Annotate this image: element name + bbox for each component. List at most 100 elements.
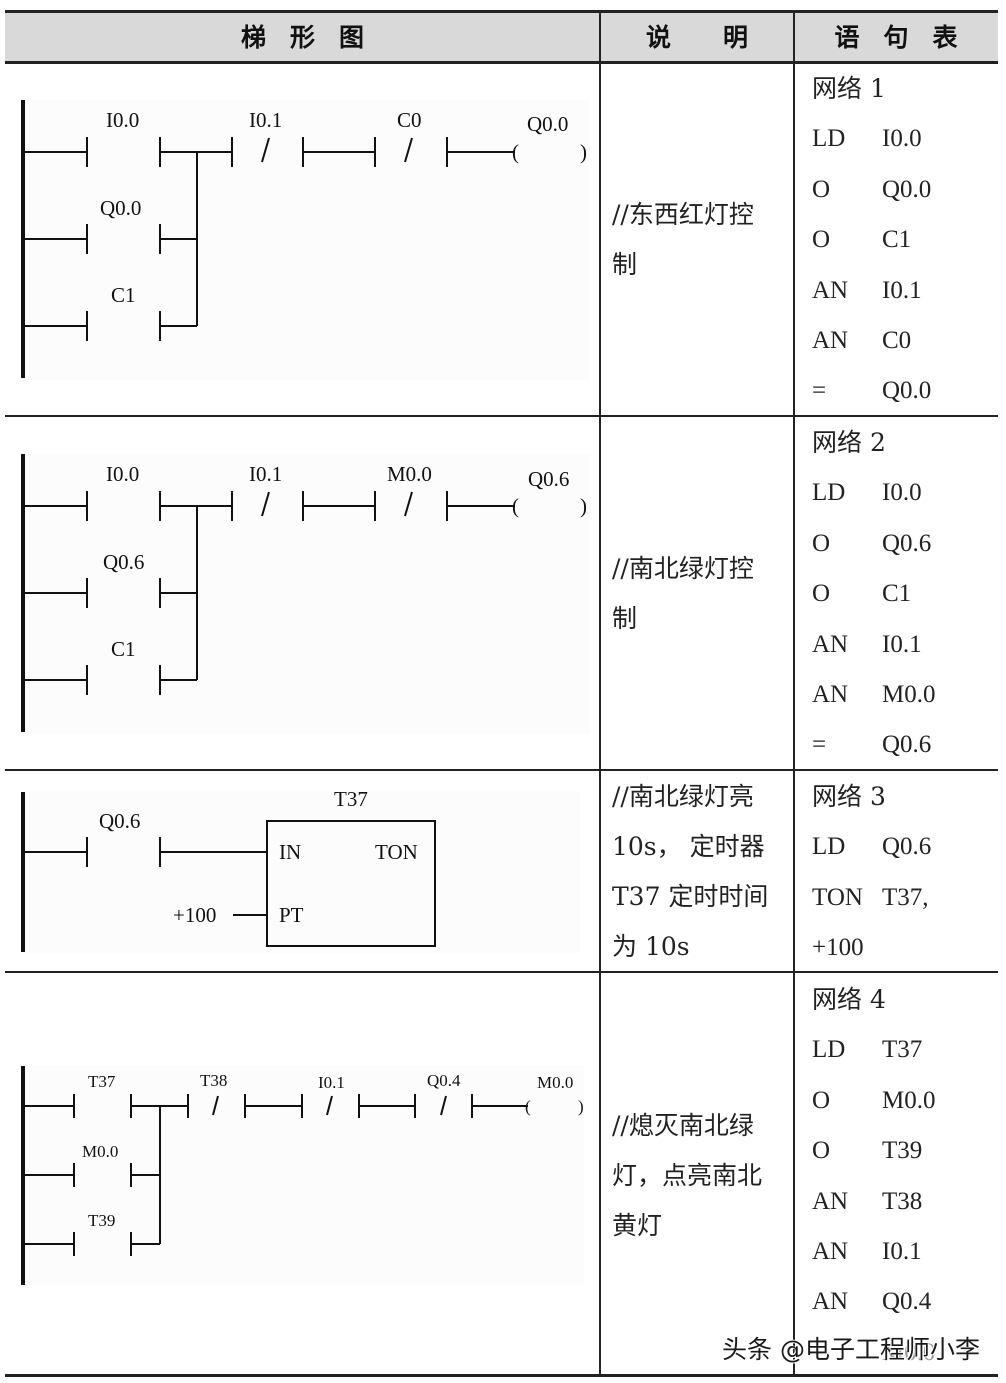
contact-no: I0.0 <box>23 108 200 167</box>
opcode: = <box>812 377 827 405</box>
ladder-network-1: I0.0 Q0.0 C1 I0.1 C0 ( ) Q0.0 <box>21 100 590 380</box>
opcode: O <box>812 175 831 203</box>
coil-close: ) <box>580 140 587 164</box>
coil-label: Q0.6 <box>528 467 569 491</box>
operand: M0.0 <box>882 1338 936 1366</box>
operand: Q0.0 <box>882 377 932 405</box>
header-char: 说 <box>645 23 671 52</box>
opcode: AN <box>812 1288 849 1316</box>
network-title: 网络 3 <box>812 782 886 811</box>
contact-label: Q0.0 <box>100 196 141 220</box>
description-network-1: //东西红灯控 制 <box>612 190 780 290</box>
operand: I0.0 <box>882 479 922 507</box>
column-divider <box>599 10 601 1377</box>
contact-no: C1 <box>23 637 197 695</box>
border-top <box>5 10 998 13</box>
opcode: AN <box>812 1237 849 1265</box>
diagram-background <box>22 791 580 953</box>
network-title: 网络 1 <box>812 74 886 103</box>
contact-nc: C0 <box>303 108 448 167</box>
contact-label: Q0.6 <box>103 550 144 574</box>
contact-label: C1 <box>111 637 136 661</box>
coil-open: ( <box>512 494 519 518</box>
contact-label: T37 <box>88 1072 116 1091</box>
contact-label: I0.0 <box>106 462 139 486</box>
description-line: 制 <box>612 604 638 633</box>
coil-label: M0.0 <box>537 1073 573 1092</box>
output-coil: ( ) Q0.6 <box>447 467 587 518</box>
description-network-2: //南北绿灯控 制 <box>612 544 780 644</box>
description-network-4: //熄灭南北绿 灯，点亮南北 黄灯 <box>612 1101 780 1251</box>
operand: Q0.0 <box>882 175 932 203</box>
description-line: //东西红灯控 <box>612 200 754 229</box>
contact-label: Q0.6 <box>99 809 140 833</box>
contact-nc: M0.0 <box>303 462 448 521</box>
diagram-background <box>22 100 590 380</box>
header-char: 句 <box>883 23 909 52</box>
operand: T37, <box>882 883 929 911</box>
opcode: O <box>812 529 831 557</box>
ladder-network-3: Q0.6 T37 IN TON PT +100 <box>21 787 580 953</box>
operand: I0.1 <box>882 630 922 658</box>
opcode: TON <box>812 883 863 911</box>
description-line: 制 <box>612 250 638 279</box>
contact-no: M0.0 <box>23 1142 160 1187</box>
opcode: O <box>812 580 831 608</box>
timer-box <box>266 820 436 947</box>
operand: M0.0 <box>882 680 936 708</box>
output-coil: ( ) Q0.0 <box>447 112 587 164</box>
ladder-network-2: I0.0 Q0.6 C1 I0.1 M0.0 ( ) Q0.6 <box>21 454 590 734</box>
opcode: AN <box>812 630 849 658</box>
statement-line: LD I0.0 <box>812 468 997 518</box>
contact-no: T39 <box>23 1211 160 1256</box>
operand: I0.0 <box>882 125 922 153</box>
contact-label: I0.0 <box>106 108 139 132</box>
statement-line: TON T37, <box>812 873 997 923</box>
operand: C1 <box>882 226 912 254</box>
header-char: 图 <box>339 23 365 52</box>
opcode: LD <box>812 1036 846 1064</box>
operand: Q0.6 <box>882 833 932 861</box>
ladder-network-4: T37 M0.0 T39 T38 I0.1 Q0.4 ( ) M0.0 <box>21 1065 584 1285</box>
contact-label: T38 <box>200 1071 227 1090</box>
row-divider <box>5 415 998 417</box>
description-line: 10s， 定时器 <box>612 832 765 861</box>
contact-no: Q0.6 <box>23 809 267 867</box>
opcode: LD <box>812 125 846 153</box>
network-title: 网络 2 <box>812 428 886 457</box>
timer-name: T37 <box>334 787 368 811</box>
header-char: 形 <box>289 23 315 52</box>
opcode: LD <box>812 479 846 507</box>
header-char: 梯 <box>240 23 266 52</box>
description-line: //熄灭南北绿 <box>612 1111 754 1140</box>
row-divider <box>5 769 998 771</box>
opcode: +100 <box>812 934 864 962</box>
contact-label: M0.0 <box>387 462 432 486</box>
contact-no: I0.0 <box>23 462 200 521</box>
output-coil: ( ) M0.0 <box>472 1073 584 1116</box>
operand: I0.1 <box>882 1237 922 1265</box>
operand: T39 <box>882 1137 923 1165</box>
contact-label: I0.1 <box>249 108 282 132</box>
opcode: AN <box>812 326 849 354</box>
description-line: 黄灯 <box>612 1211 663 1240</box>
operand: T38 <box>882 1187 923 1215</box>
table-header: 梯 形 图 说 明 语 句 表 <box>5 10 998 62</box>
timer-block: T37 IN TON PT +100 <box>173 787 436 947</box>
description-line: //南北绿灯亮 <box>612 782 754 811</box>
timer-type: TON <box>375 840 418 864</box>
description-line: //南北绿灯控 <box>612 554 754 583</box>
diagram-background <box>22 454 590 734</box>
coil-open: ( <box>525 1097 531 1116</box>
